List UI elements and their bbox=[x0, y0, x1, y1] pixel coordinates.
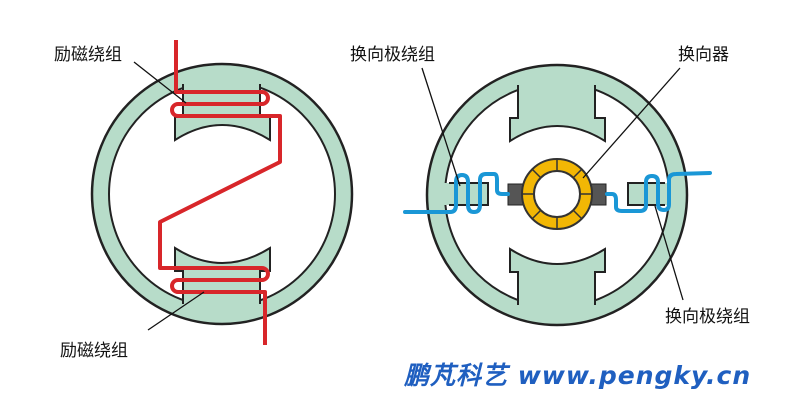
field-winding-wire bbox=[158, 40, 282, 345]
field-winding-label-bottom: 励磁绕组 bbox=[60, 341, 128, 361]
commutator bbox=[521, 158, 593, 230]
left-brush bbox=[507, 183, 524, 206]
field-winding-label-top: 励磁绕组 bbox=[54, 45, 122, 65]
commutator-label: 换向器 bbox=[678, 45, 729, 65]
right-brush bbox=[590, 183, 607, 206]
interpole-winding-label-right: 换向极绕组 bbox=[665, 307, 750, 327]
leader-lines bbox=[133, 61, 684, 331]
left-interpole bbox=[439, 183, 487, 205]
interpole-winding-wire bbox=[403, 171, 712, 214]
right-interpole bbox=[627, 183, 675, 205]
watermark: 鹏芃科艺 www.pengky.cn bbox=[404, 361, 752, 390]
interpole-winding-label-left: 换向极绕组 bbox=[350, 45, 435, 65]
interpole-motor bbox=[425, 63, 689, 327]
